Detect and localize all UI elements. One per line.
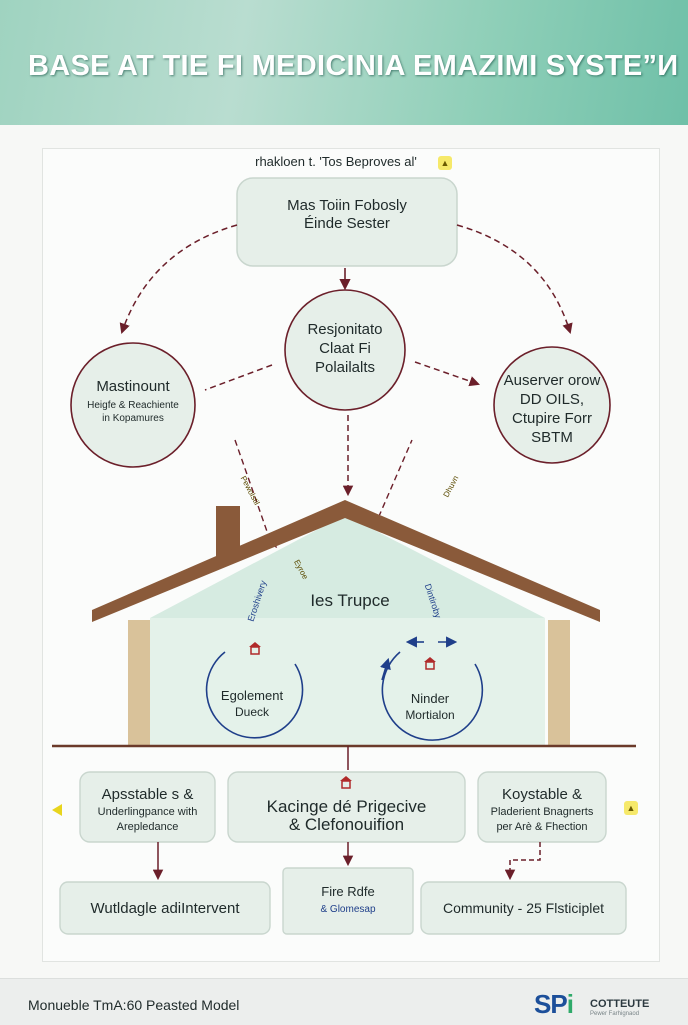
page-title: BASE AT TIE FI MEDICINIA EMAZIMI SYSTE”И <box>28 50 679 82</box>
right-node-line-3: Ctupire Forr <box>511 410 593 427</box>
right-cycle-ring <box>381 651 484 741</box>
top-node-line-1: Mas Toiin Fobosly <box>287 197 407 214</box>
arrow-center-to-right <box>414 361 480 387</box>
brand-logo: SPi <box>534 989 574 1020</box>
box-center <box>227 771 466 843</box>
house-title: Ies Trupce <box>310 591 390 610</box>
bottom-box-right <box>420 881 627 935</box>
top-caption: rhakloen t. 'Tos Beproves al' <box>255 154 417 169</box>
center-node-line-1: Resjonitato <box>307 321 383 338</box>
left-node-line-3: in Kopamures <box>102 413 164 424</box>
footer-bar: Monueble TmA:60 Peasted Model SPi COTTEU… <box>0 978 688 1025</box>
box-right-line-2: Pladerient Bnagnerts <box>490 806 594 818</box>
left-node-circle <box>70 342 196 468</box>
box-left-line-2: Underlingpance with <box>97 806 198 818</box>
arrow-center-to-left <box>204 364 273 391</box>
box-left-line-3: Arepledance <box>116 821 179 833</box>
right-node-line-4: SBTM <box>531 429 573 446</box>
house-body <box>150 618 545 746</box>
house-icon-center-box <box>340 776 352 789</box>
arrow-top-to-right <box>456 224 573 335</box>
bottom-center-line-2: & Glomesap <box>320 904 376 915</box>
box-right-line-1: Koystable & <box>501 786 583 803</box>
box-center-line-2: & Clefonouifion <box>288 815 405 834</box>
house-icon-right <box>424 657 436 670</box>
bottom-box-center <box>282 867 414 935</box>
top-node-box <box>236 177 458 267</box>
left-node-line-2: Heigfe & Reachiente <box>87 400 179 411</box>
left-cycle-line-2: Dueck <box>234 705 269 719</box>
left-marker-icon <box>52 804 62 816</box>
right-node-line-1: Auserver orow <box>503 372 601 389</box>
logo-word: COTTEUTE <box>590 998 650 1010</box>
top-node-line-2: Éinde Sester <box>304 215 390 232</box>
right-node-line-2: DD OILS, <box>519 391 585 408</box>
right-marker-icon: ▲ <box>624 801 638 815</box>
left-node-line-1: Mastinount <box>96 378 170 395</box>
house-icon-left <box>249 642 261 655</box>
bottom-box-left <box>59 881 271 935</box>
left-cycle-arrow <box>380 657 391 681</box>
box-center-line-1: Kacinge dé Prigecive <box>266 797 427 816</box>
bottom-center-line-1: Fire Rdfe <box>321 884 375 899</box>
header-banner: BASE AT TIE FI MEDICINIA EMAZIMI SYSTE”И <box>0 0 688 125</box>
left-cycle-ring <box>205 651 304 739</box>
footer-text: Monueble TmA:60 Peasted Model <box>28 997 240 1013</box>
house-interior <box>150 515 545 618</box>
right-cycle-line-2: Mortialon <box>405 708 455 722</box>
arrow-top-to-left <box>119 224 238 334</box>
logo-subtitle: Pewer Farhignaod <box>590 1011 640 1017</box>
right-cycle-line-1: Ninder <box>410 691 450 706</box>
logo-i: i <box>566 989 574 1019</box>
arrow-box-right-down <box>504 842 541 881</box>
right-node-circle <box>493 346 611 464</box>
center-node-line-2: Claat Fi <box>319 340 371 357</box>
bottom-right-label: Community - 25 Flsticiplet <box>442 900 605 916</box>
center-node-line-3: Polailalts <box>314 359 376 376</box>
bottom-left-label: Wutldagle adiIntervent <box>90 900 240 917</box>
box-left-line-1: Apsstable s & <box>101 786 194 803</box>
left-cycle-line-1: Egolement <box>220 688 284 703</box>
box-right <box>477 771 607 843</box>
box-left <box>79 771 216 843</box>
box-right-line-3: per Arè & Fhection <box>496 821 588 833</box>
house-pillar-left <box>128 620 150 746</box>
caption-tag-icon: ▲ <box>438 156 452 170</box>
house-pillar-right <box>548 620 570 746</box>
logo-main: SP <box>534 989 568 1019</box>
